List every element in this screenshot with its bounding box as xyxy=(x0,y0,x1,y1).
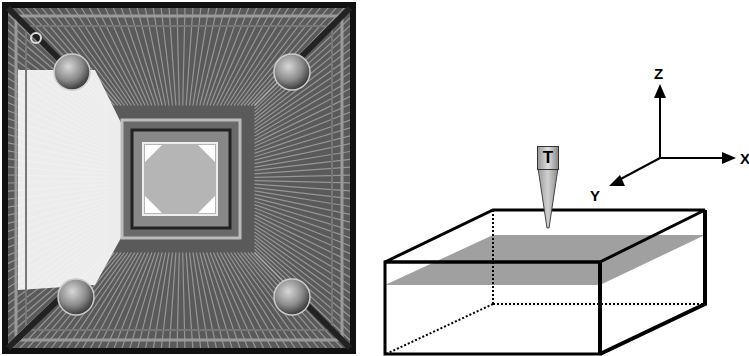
lead-finger xyxy=(217,253,267,349)
lead-finger xyxy=(248,8,340,106)
lead-finger xyxy=(255,184,351,191)
die-corner-void xyxy=(198,196,215,213)
arrowhead xyxy=(609,175,625,186)
lead-finger xyxy=(255,242,351,329)
sample-block xyxy=(385,210,705,354)
lead-finger xyxy=(112,253,152,349)
lead-finger xyxy=(241,253,324,349)
axes xyxy=(609,84,736,186)
lead-finger xyxy=(255,175,351,177)
block-edge xyxy=(598,262,602,354)
die-corner-void xyxy=(145,196,162,213)
z-axis xyxy=(659,92,661,158)
lead-finger xyxy=(169,8,176,106)
die-edge xyxy=(132,130,230,228)
lead-finger xyxy=(255,126,351,157)
lead-finger xyxy=(186,253,193,349)
lead-finger xyxy=(177,253,179,349)
scan-plane xyxy=(385,235,705,285)
lead-finger xyxy=(255,246,351,338)
arrowhead xyxy=(722,152,736,164)
lead-finger xyxy=(128,253,159,349)
transducer-label: T xyxy=(543,148,553,168)
mold-mark xyxy=(54,54,90,90)
transducer: T xyxy=(537,146,559,170)
arrowhead xyxy=(654,84,666,98)
lead-finger xyxy=(255,8,351,106)
mold-mark xyxy=(58,279,94,315)
lead-finger xyxy=(220,8,274,106)
lead-finger xyxy=(183,8,185,106)
lead-fingers xyxy=(8,8,350,348)
lead-finger xyxy=(255,198,351,224)
lead-finger xyxy=(186,8,193,106)
die-corner-void xyxy=(198,145,215,162)
lead-finger xyxy=(177,8,179,106)
lead-finger xyxy=(244,253,331,349)
package-body xyxy=(8,8,350,348)
lead-finger xyxy=(136,8,162,106)
pin1-mark xyxy=(31,33,41,43)
lead-finger xyxy=(244,8,331,106)
tie-bar xyxy=(300,8,350,58)
block-side xyxy=(600,210,705,354)
lead-finger xyxy=(255,110,351,150)
lead-finger xyxy=(183,253,185,349)
delamination-area xyxy=(18,70,132,290)
die-pad xyxy=(122,120,240,238)
lead-finger xyxy=(248,253,340,349)
hidden-edge xyxy=(492,210,494,304)
block-front xyxy=(385,262,600,354)
lead-finger xyxy=(237,253,315,349)
transducer-beam xyxy=(538,168,558,228)
lead-finger xyxy=(255,225,351,289)
scan-frame xyxy=(2,2,356,354)
y-axis xyxy=(617,158,660,181)
lead-finger xyxy=(217,8,267,106)
axis-label: Z xyxy=(654,66,663,81)
lead-finger xyxy=(220,253,274,349)
lead-finger xyxy=(255,218,351,272)
die xyxy=(143,143,217,215)
lead-finger xyxy=(200,8,226,106)
lead-finger xyxy=(112,8,152,106)
hidden-edge xyxy=(386,304,493,354)
axis-label: Y xyxy=(590,188,600,203)
lead-finger xyxy=(196,8,217,106)
lead-finger xyxy=(255,167,351,174)
die-corner-void xyxy=(145,145,162,162)
mold-mark xyxy=(274,279,310,315)
lead-finger xyxy=(255,239,351,322)
mold-mark xyxy=(274,54,310,90)
lead-finger xyxy=(255,253,351,349)
lead-finger xyxy=(255,253,351,349)
lead-finger xyxy=(169,253,176,349)
acoustic-scan-image xyxy=(2,2,356,354)
lead-finger xyxy=(255,20,351,112)
lead-finger xyxy=(255,181,351,183)
lead-finger xyxy=(255,215,351,265)
lead-finger xyxy=(241,8,324,106)
tie-bar xyxy=(8,8,60,60)
package-edge xyxy=(16,16,342,340)
lead-finger xyxy=(128,8,159,106)
lead-finger xyxy=(200,253,226,349)
package-ring xyxy=(26,26,332,330)
axis-label: X xyxy=(740,151,749,166)
tie-bar xyxy=(8,298,60,348)
x-axis xyxy=(660,157,728,159)
